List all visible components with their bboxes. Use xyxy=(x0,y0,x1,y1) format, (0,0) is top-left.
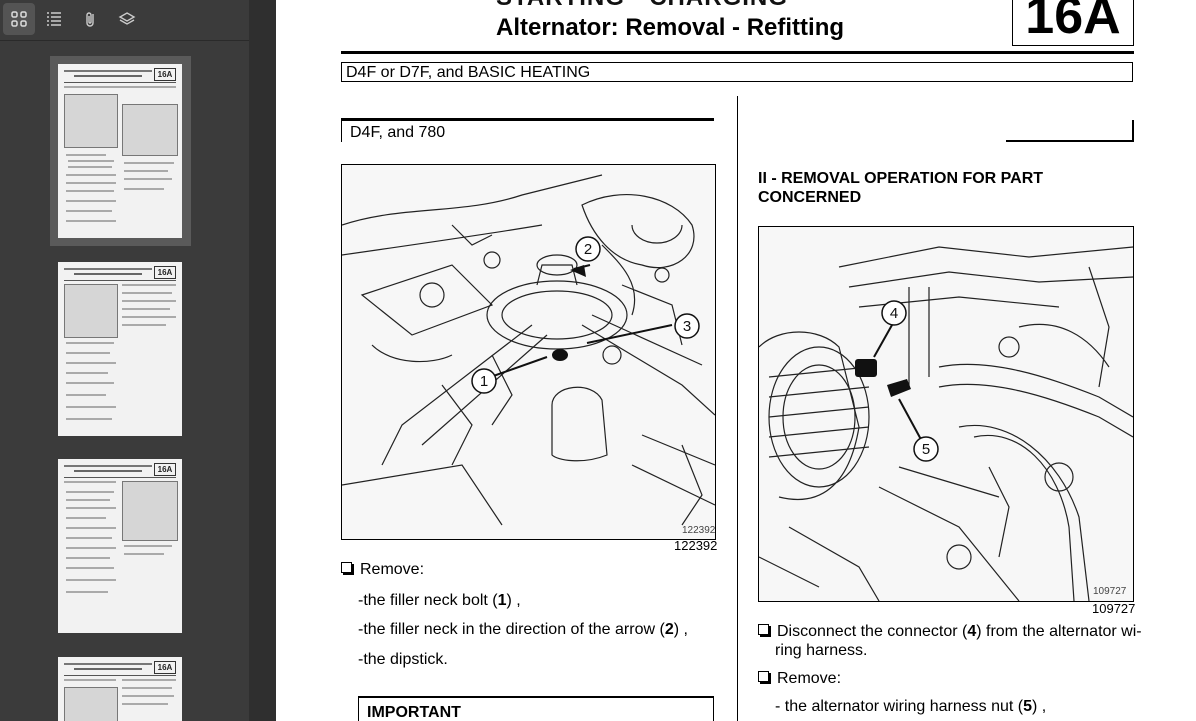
checkbox-bullet-icon xyxy=(758,671,769,682)
callout-3: 3 xyxy=(683,318,691,335)
figure-inset-number: 122392 xyxy=(682,525,715,536)
layers-view-button[interactable] xyxy=(111,3,143,35)
disconnect-instruction-cont: ring harness. xyxy=(775,642,868,659)
title-rule xyxy=(341,51,1134,54)
thumbnail-page: 16A xyxy=(58,64,182,238)
document-page: STARTING - CHARGING Alternator: Removal … xyxy=(276,0,1196,721)
figure-number: 109727 xyxy=(1092,601,1136,616)
thumbnail-page: 16A xyxy=(58,657,182,721)
list-item: -the dipstick. xyxy=(358,651,448,668)
chapter-badge: 16A xyxy=(1012,0,1134,46)
thumbnail-badge: 16A xyxy=(154,68,176,81)
section-title: STARTING - CHARGING xyxy=(496,0,788,12)
thumbnail-page: 16A xyxy=(58,262,182,436)
grid-icon xyxy=(11,11,27,27)
thumbnail-sidebar: 16A 16A xyxy=(0,0,249,721)
sub-applicability-box: D4F, and 780 xyxy=(341,118,714,142)
figure-inset-number: 109727 xyxy=(1093,586,1127,597)
list-item: - the alternator wiring harness nut (5) … xyxy=(775,698,1047,715)
important-box: IMPORTANT xyxy=(358,696,714,721)
viewer-gutter xyxy=(249,0,276,721)
remove-label: Remove: xyxy=(777,670,842,687)
page-thumbnail-1[interactable]: 16A xyxy=(50,56,191,246)
applicability-box: D4F or D7F, and BASIC HEATING xyxy=(341,62,1133,82)
checkbox-bullet-icon xyxy=(758,624,769,635)
list-icon xyxy=(47,12,61,26)
figure-number: 122392 xyxy=(674,538,718,553)
callout-1: 1 xyxy=(480,373,488,390)
page-thumbnail-2[interactable]: 16A xyxy=(50,262,191,436)
list-item: -the filler neck in the direction of the… xyxy=(358,621,688,638)
paperclip-icon xyxy=(86,12,94,27)
checkbox-bullet-icon xyxy=(341,562,352,573)
page-thumbnail-3[interactable]: 16A xyxy=(50,459,191,633)
remove-instruction: Remove: xyxy=(341,561,424,579)
thumbnail-badge: 16A xyxy=(154,266,176,279)
outline-view-button[interactable] xyxy=(38,3,70,35)
engine-illustration: 1 2 3 122392 xyxy=(342,165,715,539)
remove-label: Remove: xyxy=(360,561,425,578)
callout-5: 5 xyxy=(922,441,930,458)
remove-instruction: Remove: xyxy=(758,670,841,688)
important-label: IMPORTANT xyxy=(367,704,461,721)
thumbnails-view-button[interactable] xyxy=(3,3,35,35)
list-item: -the filler neck bolt (1) , xyxy=(358,592,521,609)
layers-icon xyxy=(118,12,136,25)
alternator-illustration: 4 5 109727 xyxy=(759,227,1133,601)
thumbnail-badge: 16A xyxy=(154,463,176,476)
column-divider xyxy=(737,96,738,721)
figure-alternator: 4 5 109727 xyxy=(758,226,1134,602)
callout-4: 4 xyxy=(890,305,898,322)
attachments-view-button[interactable] xyxy=(75,3,107,35)
page-title: Alternator: Removal - Refitting xyxy=(496,14,845,41)
right-bracket-rule xyxy=(1006,120,1134,142)
sidebar-toolbar xyxy=(0,0,249,41)
page-thumbnail-4[interactable]: 16A xyxy=(50,657,191,721)
thumbnail-page: 16A xyxy=(58,459,182,633)
figure-filler-neck: 1 2 3 122392 xyxy=(341,164,716,540)
section-heading: II - REMOVAL OPERATION FOR PART CONCERNE… xyxy=(758,170,1044,206)
disconnect-instruction: Disconnect the connector (4) from the al… xyxy=(758,623,1142,641)
thumbnail-badge: 16A xyxy=(154,661,176,674)
callout-2: 2 xyxy=(584,241,592,258)
